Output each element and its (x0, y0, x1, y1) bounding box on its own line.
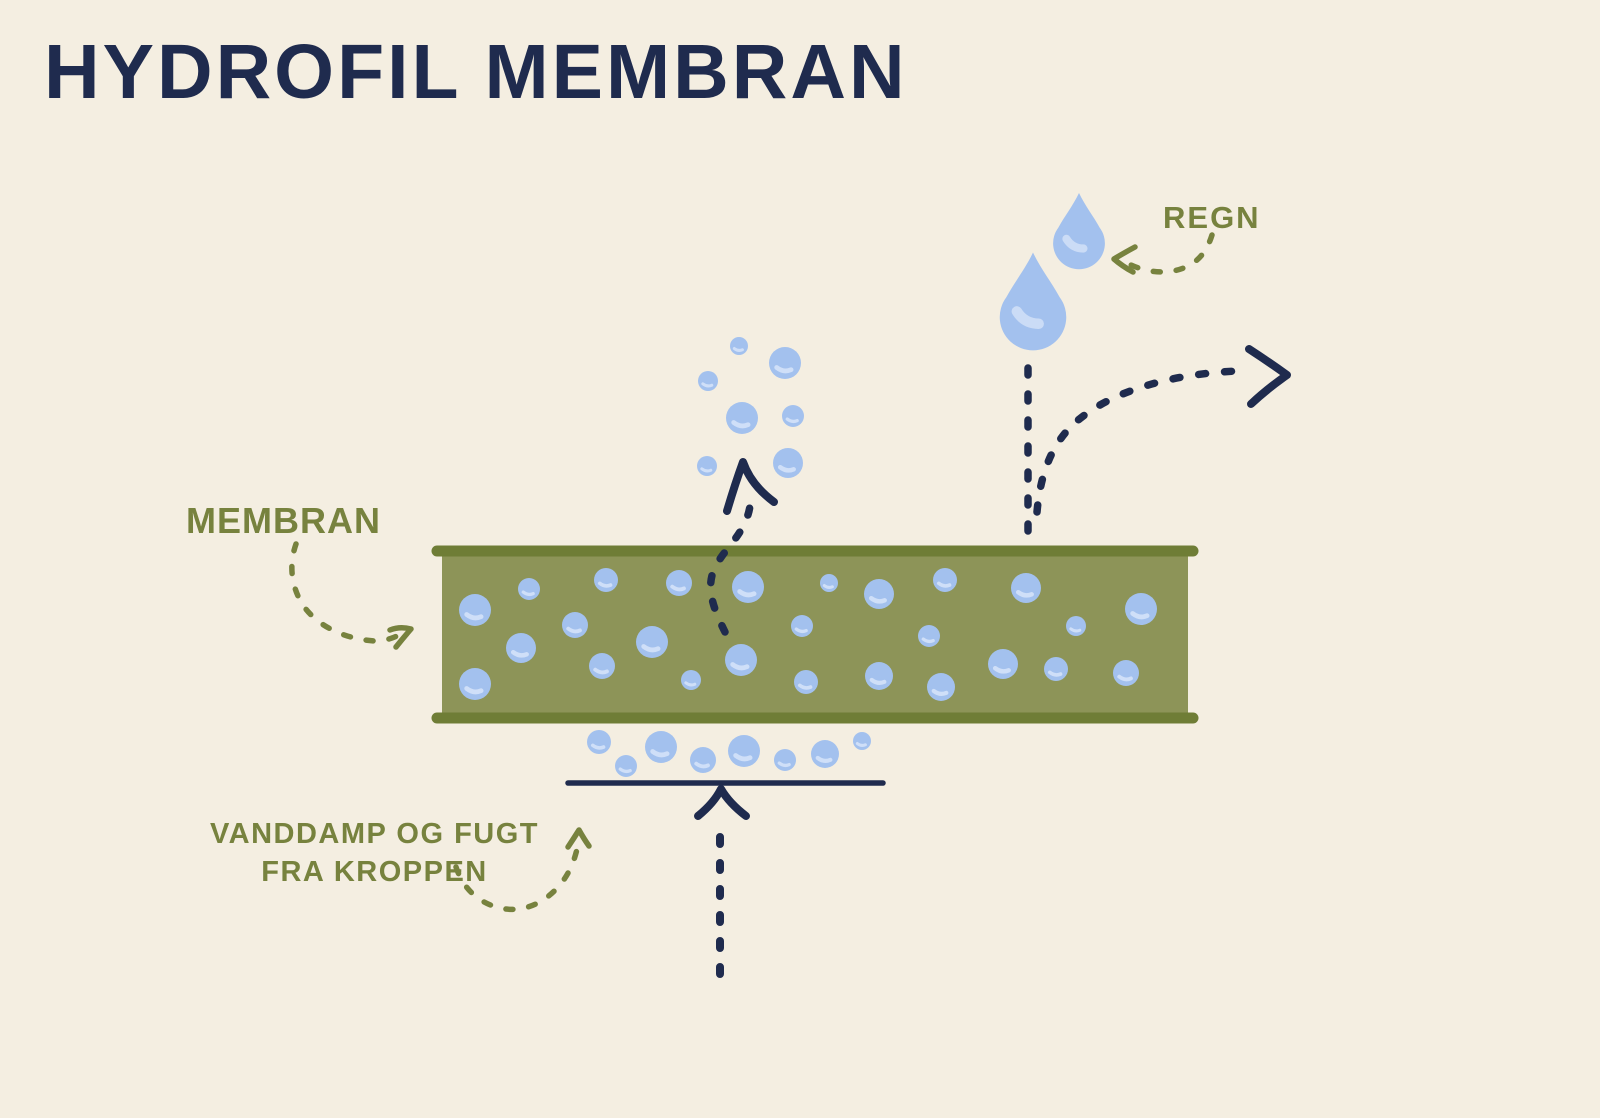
bubble-icon (774, 749, 796, 771)
vapor-through-membrane-arrow (706, 458, 778, 636)
bubble-icon (1125, 593, 1157, 625)
bubble-icon (791, 615, 813, 637)
rain-callout-arrow (1111, 232, 1215, 275)
raindrops-layer (999, 193, 1105, 351)
membrane-callout-arrow (289, 541, 414, 650)
bubble-icon (927, 673, 955, 701)
vapor-label-line1: VANDDAMP OG FUGT (209, 818, 540, 850)
bubble-icon (864, 579, 894, 609)
bubble-icon (1044, 657, 1068, 681)
vapor-label: VANDDAMP OG FUGT FRA KROPPEN (182, 816, 567, 891)
bubble-icon (587, 730, 611, 754)
up-arrowhead-icon (694, 785, 750, 820)
bubble-icon (865, 662, 893, 690)
bubble-icon (769, 347, 801, 379)
bubble-icon (728, 735, 760, 767)
bubble-icon (645, 731, 677, 763)
bubble-icon (459, 594, 491, 626)
bubbles-below-layer (587, 730, 871, 777)
bubble-icon (933, 568, 957, 592)
bubble-icon (506, 633, 536, 663)
bubble-icon (732, 571, 764, 603)
bubble-icon (725, 644, 757, 676)
vapor-label-line2: FRA KROPPEN (261, 855, 488, 888)
bubble-icon (697, 456, 717, 476)
raindrop-icon (999, 252, 1067, 351)
left-arrowhead-icon (1111, 244, 1138, 275)
bubble-icon (820, 574, 838, 592)
bubble-icon (730, 337, 748, 355)
bubble-icon (773, 448, 803, 478)
bubble-icon (636, 626, 668, 658)
bubble-icon (918, 625, 940, 647)
vapor-callout-arrow (453, 827, 592, 913)
bubble-icon (518, 578, 540, 600)
membrane-callout-dashed-curve (289, 541, 402, 644)
vapor-callout-dashed-curve (453, 846, 580, 913)
vapor-through-dashed-line (706, 492, 754, 636)
bubble-icon (726, 402, 758, 434)
bubble-icon (681, 670, 701, 690)
bubble-icon (459, 668, 491, 700)
membrane-bubbles-layer (459, 568, 1157, 701)
rain-label: REGN (1163, 200, 1261, 235)
vapor-from-body-arrow (694, 785, 750, 978)
up-arrowhead-icon (565, 827, 592, 850)
right-arrowhead-icon (387, 624, 414, 650)
bounce-dashed-curve (1033, 367, 1242, 516)
bubble-icon (562, 612, 588, 638)
raindrop-icon (1053, 193, 1105, 270)
right-arrowhead-icon (1245, 345, 1291, 408)
up-arrowhead-icon (723, 458, 778, 515)
bubble-icon (794, 670, 818, 694)
bubble-icon (698, 371, 718, 391)
rain-callout-dashed-curve (1124, 232, 1215, 275)
bubble-icon (988, 649, 1018, 679)
bubble-icon (594, 568, 618, 592)
membrane-label: MEMBRAN (186, 500, 381, 541)
bubble-icon (782, 405, 804, 427)
bubbles-above-layer (697, 337, 804, 478)
bubble-icon (1066, 616, 1086, 636)
bubble-icon (853, 732, 871, 750)
rain-bounce-arrow (1033, 345, 1291, 516)
page-title: HYDROFIL MEMBRAN (44, 29, 908, 115)
bubble-icon (615, 755, 637, 777)
bubble-icon (589, 653, 615, 679)
bubble-icon (1011, 573, 1041, 603)
bubble-icon (811, 740, 839, 768)
bubble-icon (666, 570, 692, 596)
bubble-icon (690, 747, 716, 773)
bubble-icon (1113, 660, 1139, 686)
